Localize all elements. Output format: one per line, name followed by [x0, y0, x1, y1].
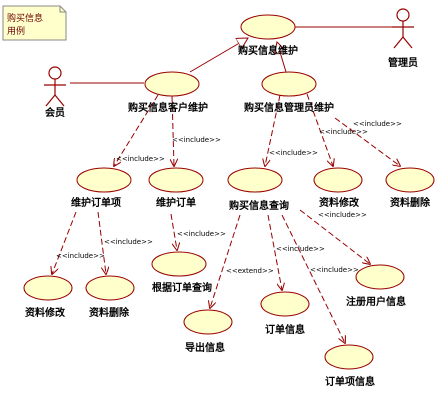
- use-case-ellipse: [313, 167, 363, 193]
- use-case-ellipse: [260, 291, 310, 317]
- use-case-label: 购买信息维护: [238, 44, 298, 57]
- use-case-ellipse: [240, 14, 296, 40]
- use-case-ellipse: [85, 275, 135, 301]
- use-case-label: 购买信息客户维护: [128, 101, 208, 114]
- use-case-label: 购买信息管理员维护: [244, 101, 334, 114]
- use-case-ellipse: [227, 167, 283, 193]
- use-case-order-info[interactable]: 订单信息: [260, 291, 310, 336]
- use-case-label: 资料删除: [390, 196, 431, 209]
- use-case-mgr[interactable]: 购买信息管理员维护: [244, 71, 334, 114]
- use-case-maint-order[interactable]: 维护订单: [148, 167, 204, 209]
- relation-include-mgr-del2: [334, 117, 400, 166]
- actor-member-label: 会员: [45, 106, 65, 119]
- use-case-query[interactable]: 购买信息查询: [227, 167, 289, 212]
- relation-include-mgr-edit2: [306, 93, 333, 166]
- relation-include-maint_order-order_query: [170, 213, 177, 250]
- use-case-del1[interactable]: 资料删除: [85, 275, 135, 319]
- relation-include-cust-maint_detail: [114, 94, 159, 166]
- relation-include-label: <<include>>: [56, 252, 105, 260]
- use-case-order-query[interactable]: 根据订单查询: [151, 251, 212, 294]
- use-case-ellipse: [23, 275, 73, 301]
- use-case-ellipse: [261, 71, 317, 97]
- use-case-buy[interactable]: 购买信息维护: [238, 14, 298, 57]
- relation-include-maint_detail-edit1: [52, 211, 77, 274]
- use-case-label: 资料修改: [319, 196, 360, 209]
- use-case-ellipse: [151, 251, 207, 277]
- note-line-1: 购买信息: [7, 12, 43, 24]
- use-case-ellipse: [183, 309, 233, 335]
- use-case-edit1[interactable]: 资料修改: [23, 275, 73, 319]
- relation-include-query-reg_user: [299, 209, 370, 264]
- relation-extend-label: <<extend>>: [226, 267, 274, 275]
- use-case-label: 订单项信息: [325, 375, 375, 388]
- use-case-label: 资料删除: [89, 306, 130, 319]
- use-case-maint-detail[interactable]: 维护订单项: [71, 167, 132, 209]
- relations-layer: <<include>><<include>><<include>><<inclu…: [52, 26, 402, 343]
- relation-include-query-order_info: [267, 214, 282, 290]
- use-case-label: 根据订单查询: [152, 281, 212, 294]
- relation-include-label: <<include>>: [172, 136, 221, 144]
- use-case-ellipse: [355, 264, 405, 290]
- relation-include-query-detail_info: [281, 214, 345, 343]
- use-case-ellipse: [76, 167, 132, 193]
- use-cases-layer: 购买信息维护购买信息客户维护购买信息管理员维护维护订单项维护订单购买信息查询资料…: [23, 14, 435, 388]
- use-case-label: 导出信息: [185, 341, 225, 354]
- relation-generalization-cust-buy: [189, 38, 248, 73]
- use-case-label: 维护订单项: [71, 196, 121, 209]
- use-case-reg-user[interactable]: 注册用户信息: [346, 264, 406, 308]
- actor-member[interactable]: 会员: [44, 66, 66, 119]
- actor-admin[interactable]: 管理员: [388, 8, 418, 69]
- use-case-export[interactable]: 导出信息: [183, 309, 233, 354]
- use-case-label: 购买信息查询: [229, 199, 289, 212]
- relation-include-label: <<include>>: [116, 155, 165, 163]
- note: 购买信息 用例: [2, 5, 67, 41]
- use-case-detail-info[interactable]: 订单项信息: [324, 344, 375, 388]
- relation-include-label: <<include>>: [310, 266, 359, 274]
- relation-include-cust-maint_order: [172, 95, 174, 166]
- relation-extend-query-export: [210, 214, 241, 308]
- actor-admin-label: 管理员: [388, 56, 418, 69]
- use-case-edit2[interactable]: 资料修改: [313, 167, 363, 209]
- use-case-label: 维护订单: [156, 196, 196, 209]
- use-case-ellipse: [385, 167, 435, 193]
- relation-generalization-mgr-buy: [277, 42, 287, 73]
- relation-include-label: <<include>>: [319, 128, 368, 136]
- use-case-label: 订单信息: [265, 323, 305, 336]
- use-case-ellipse: [324, 344, 374, 370]
- use-case-label: 注册用户信息: [346, 295, 406, 308]
- relation-include-label: <<include>>: [177, 230, 226, 238]
- note-line-2: 用例: [7, 25, 25, 37]
- relation-include-label: <<include>>: [104, 238, 153, 246]
- relation-include-label: <<include>>: [276, 245, 325, 253]
- relation-include-label: <<include>>: [353, 120, 402, 128]
- relation-include-maint_detail-del1: [97, 211, 106, 274]
- relation-include-label: <<include>>: [269, 149, 318, 157]
- use-case-del2[interactable]: 资料删除: [385, 167, 435, 209]
- use-case-cust[interactable]: 购买信息客户维护: [128, 71, 208, 114]
- relation-include-label: <<include>>: [318, 211, 367, 219]
- use-case-label: 资料修改: [25, 306, 66, 319]
- relation-include-mgr-query: [265, 94, 281, 166]
- use-case-ellipse: [144, 71, 200, 97]
- use-case-ellipse: [148, 167, 204, 193]
